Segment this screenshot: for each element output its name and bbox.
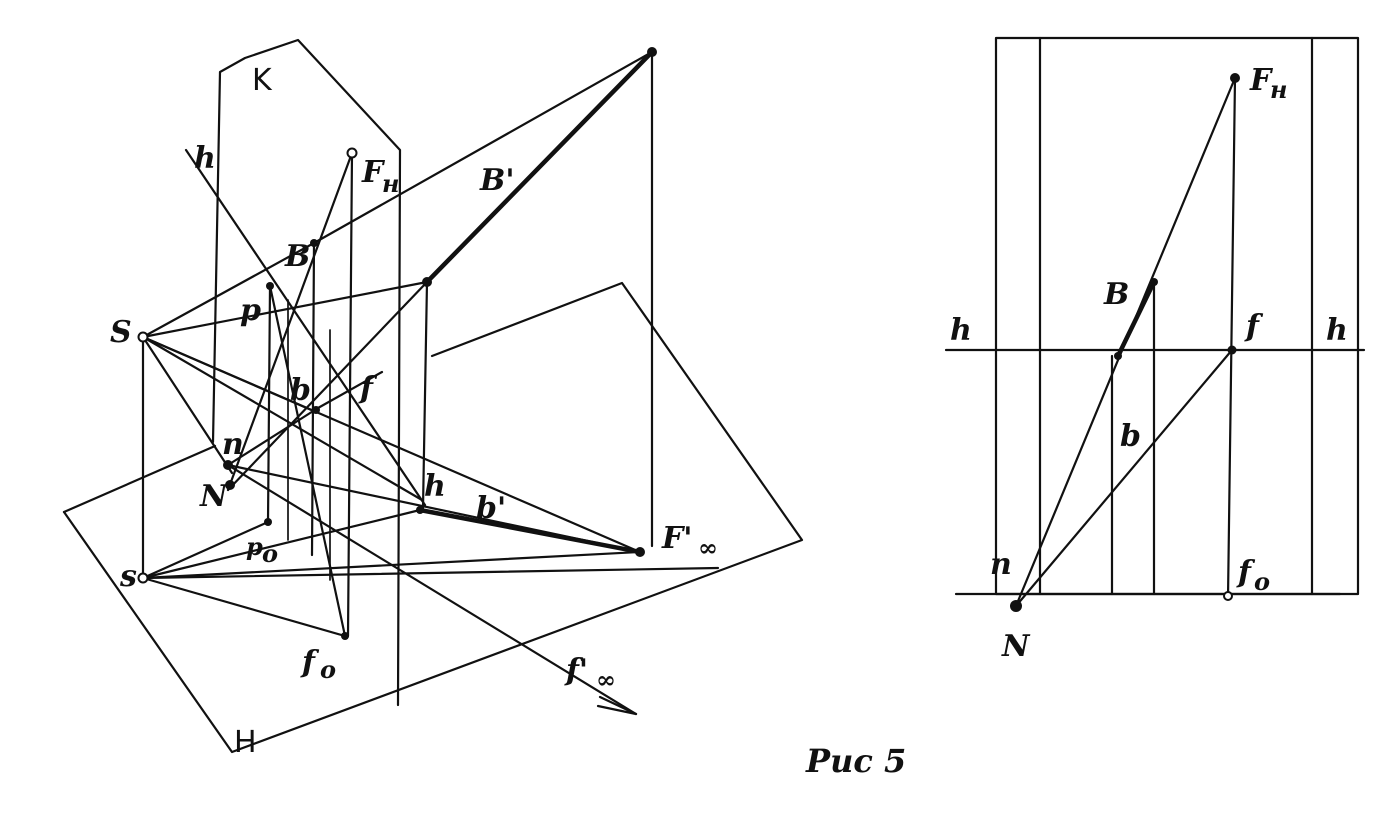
label-h-left: h [950,313,972,348]
ray-s-to-p0 [141,520,270,580]
ray-s-to-f0 [141,576,347,638]
point-S [137,331,149,343]
point-p [266,282,274,290]
point-B-lower [1114,352,1122,360]
point-N [225,480,235,490]
right-frame [994,36,1360,596]
label-f0: f [1236,555,1256,590]
ray-S-to-F-inf [141,335,642,554]
label-F-H-sub: н [382,169,400,198]
ground-plane-back-edge-left [62,444,217,514]
label-H: H [234,725,257,760]
line-n-to-f-inf [226,463,638,716]
point-f0 [1223,591,1233,601]
label-f0-sub: o [1254,567,1270,596]
label-b-prime: b' [476,491,506,526]
label-p0: p [246,532,263,561]
label-p: p [240,293,261,328]
label-h-mid: h [424,469,446,504]
point-B [310,239,318,247]
point-upper [422,277,432,287]
point-B [1150,278,1158,286]
left-perspective-drawing: K h F н B' B S p b f n N h b' F' ∞ p o s… [62,38,804,760]
label-N: N [1001,629,1031,664]
ray-S-to-h [141,335,424,502]
label-K: K [252,63,273,98]
label-B: B [1103,277,1129,312]
point-f [1227,345,1237,355]
picture-plane-K-outline [211,38,402,707]
right-orthographic-drawing: F н B h h f b n f o N [944,36,1366,664]
ray-S-to-B [141,241,316,339]
line-N-to-upper [226,280,429,492]
label-F-inf: F' [661,521,692,556]
label-b: b [290,373,311,408]
point-p0 [264,518,272,526]
label-s: s [119,559,137,594]
label-B: B [284,239,310,274]
arrow-f-inf [596,695,638,716]
vertical-FH-f0 [1226,76,1237,600]
line-b-to-f [316,370,384,410]
label-F-H-sub: н [1270,75,1288,104]
ground-plane-H-outline [62,281,804,754]
ray-s-to-h [141,508,422,580]
label-f-inf-sub: ∞ [596,665,616,694]
ray-S-to-N [141,335,234,475]
line-p-to-f0 [268,284,347,638]
label-f-inf: f' [564,653,588,688]
point-F-inf [635,547,645,557]
line-B-to-B-prime [312,50,654,245]
segment-h-to-F-inf-thick [417,507,643,555]
point-f0 [341,632,349,640]
label-B-prime: B' [479,163,515,198]
line-n-to-b [226,406,320,467]
ray-s-f-inf-direction [141,566,720,580]
label-p0-sub: o [262,539,278,568]
label-N: N [199,479,229,514]
segment-B-thick [1115,279,1157,359]
label-F-inf-sub: ∞ [698,533,718,562]
vertical-upper-point [421,280,429,510]
label-n: n [990,547,1012,582]
point-F-H [346,147,358,159]
figure-caption: Рис 5 [805,742,906,780]
segment-B-prime-thick [424,49,655,285]
label-f0-sub: o [320,655,336,684]
label-n: n [222,427,244,462]
label-F-H: F [361,155,386,190]
ray-S-to-upper [141,280,429,339]
label-S: S [110,315,132,350]
label-h-top: h [194,141,216,176]
point-F-H [1230,73,1240,83]
line-n-to-f [1014,348,1234,608]
label-f0: f [300,645,320,680]
point-far [647,47,657,57]
label-F-H: F [1249,63,1274,98]
label-f: f [1244,309,1264,344]
point-h-ground [416,506,424,514]
point-N [1010,600,1022,612]
label-h-right: h [1326,313,1348,348]
vertical-B [310,241,316,557]
point-s [137,572,149,584]
horizon-line-h [184,148,427,507]
label-b: b [1120,419,1141,454]
vertical-p-p0 [266,284,272,524]
point-b [312,406,320,414]
point-n [223,460,233,470]
line-FH-to-N [226,151,354,492]
